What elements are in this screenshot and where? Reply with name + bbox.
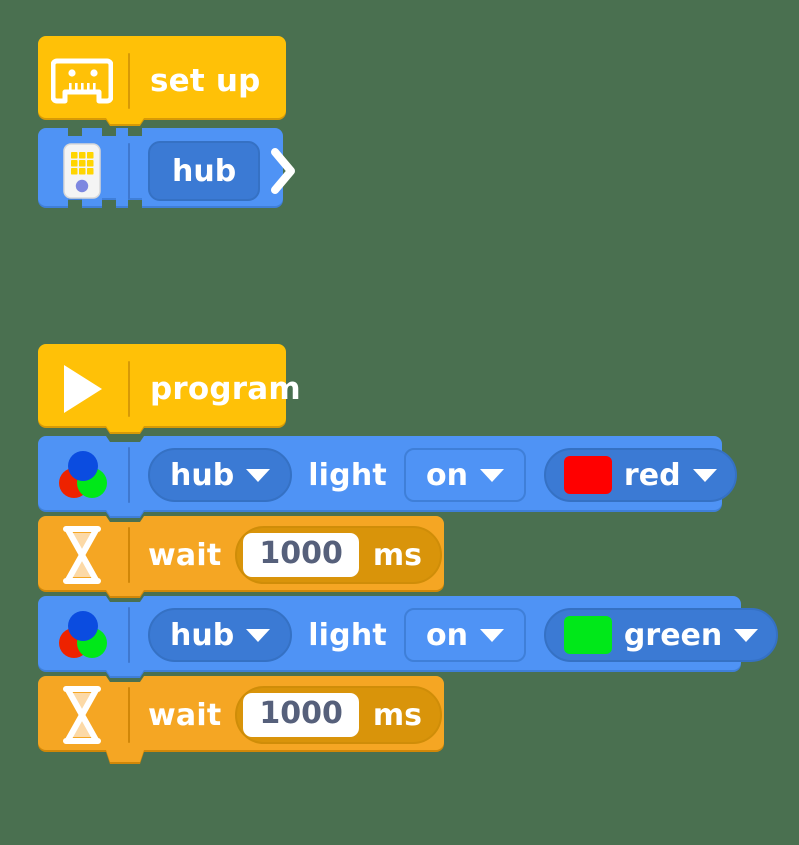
wait-duration-field[interactable]: 1000 ms xyxy=(235,526,443,584)
light-middle-label: light xyxy=(308,457,387,493)
wait-duration-value[interactable]: 1000 xyxy=(243,533,359,577)
wait-duration-value[interactable]: 1000 xyxy=(243,693,359,737)
wait-block-1[interactable]: wait 1000 ms xyxy=(36,514,446,598)
wait-2-content: wait 1000 ms xyxy=(36,674,446,756)
hub-connection-block[interactable]: hub xyxy=(36,126,296,216)
program-hat-shape xyxy=(36,342,288,436)
light-color-label: red xyxy=(623,457,681,493)
light-green-content: hub light on green xyxy=(36,594,779,676)
block-divider xyxy=(128,53,130,109)
hourglass-icon xyxy=(36,514,128,596)
wait-label: wait xyxy=(148,697,222,733)
chevron-down-icon xyxy=(479,468,504,482)
block-divider xyxy=(128,607,130,663)
wait-duration-unit: ms xyxy=(372,537,423,573)
rgb-circles-icon xyxy=(36,594,128,676)
wait-block-2[interactable]: wait 1000 ms xyxy=(36,674,446,764)
light-state-label: on xyxy=(425,617,468,653)
program-stack: program h xyxy=(36,342,779,764)
program-label: program xyxy=(150,371,301,407)
block-divider xyxy=(128,527,130,583)
hub-device-icon xyxy=(36,34,128,128)
color-swatch xyxy=(563,456,612,494)
light-state-dropdown[interactable]: on xyxy=(403,448,526,502)
light-target-label: hub xyxy=(170,457,235,493)
wait-label: wait xyxy=(148,537,222,573)
play-triangle-icon xyxy=(36,342,128,436)
chevron-down-icon xyxy=(246,628,271,642)
light-target-label: hub xyxy=(170,617,235,653)
wait-1-content: wait 1000 ms xyxy=(36,514,446,596)
chevron-down-icon xyxy=(734,628,759,642)
hub-light-on-red-block[interactable]: hub light on red xyxy=(36,434,737,518)
setup-stack: set up xyxy=(36,34,296,216)
set-up-hat-content: set up xyxy=(36,34,288,128)
light-red-content: hub light on red xyxy=(36,434,737,516)
hub-dropdown[interactable]: hub xyxy=(148,141,261,201)
rgb-circles-icon xyxy=(36,434,128,516)
set-up-hat-block[interactable]: set up xyxy=(36,34,288,128)
program-hat-block[interactable]: program xyxy=(36,342,301,436)
light-target-dropdown[interactable]: hub xyxy=(148,448,293,502)
light-state-label: on xyxy=(425,457,468,493)
chevron-down-icon xyxy=(479,628,504,642)
chevron-down-icon xyxy=(692,468,717,482)
light-color-dropdown[interactable]: red xyxy=(543,448,737,502)
light-middle-label: light xyxy=(308,617,387,653)
hub-light-on-green-block[interactable]: hub light on green xyxy=(36,594,779,678)
block-divider xyxy=(128,447,130,503)
hourglass-icon xyxy=(36,674,128,756)
color-swatch xyxy=(563,616,612,654)
block-divider xyxy=(128,361,130,417)
chevron-down-icon xyxy=(246,468,271,482)
chevron-right-icon[interactable] xyxy=(270,141,298,201)
wait-duration-unit: ms xyxy=(372,697,423,733)
light-state-dropdown[interactable]: on xyxy=(403,608,526,662)
hub-connection-content: hub xyxy=(36,126,296,216)
program-hat-content: program xyxy=(36,342,301,436)
block-divider xyxy=(128,143,130,199)
light-color-label: green xyxy=(623,617,723,653)
hub-dropdown-label: hub xyxy=(172,153,237,189)
hub-matrix-icon xyxy=(36,126,128,216)
light-color-dropdown[interactable]: green xyxy=(543,608,779,662)
set-up-label: set up xyxy=(150,63,261,99)
wait-duration-field[interactable]: 1000 ms xyxy=(235,686,443,744)
light-target-dropdown[interactable]: hub xyxy=(148,608,293,662)
block-divider xyxy=(128,687,130,743)
